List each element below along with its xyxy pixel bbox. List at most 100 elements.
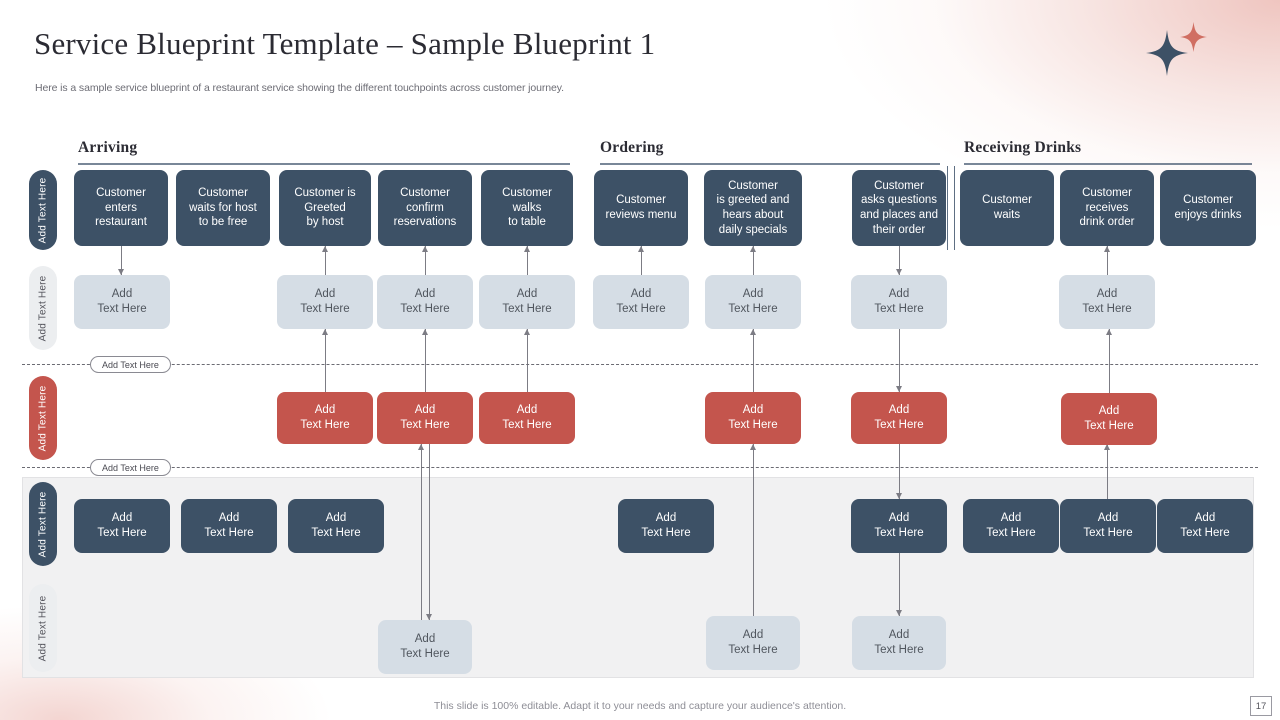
lane-label-1[interactable]: Add Text Here bbox=[29, 266, 57, 350]
lane-label-0[interactable]: Add Text Here bbox=[29, 170, 57, 250]
arrow-head-down-6 bbox=[896, 269, 902, 275]
phase-label: Ordering bbox=[600, 139, 664, 156]
node-text-line: Text Here bbox=[502, 419, 552, 431]
node-text-line: Text Here bbox=[728, 419, 778, 431]
node-text-line: Text Here bbox=[300, 419, 350, 431]
phase-label: Receiving Drinks bbox=[964, 139, 1082, 156]
connector-line-1 bbox=[325, 246, 326, 275]
node-text-line: Text Here bbox=[502, 303, 552, 315]
lane-label-text: Add Text Here bbox=[37, 385, 49, 451]
arrow-head-up-16 bbox=[750, 444, 756, 450]
node-text-line: Text Here bbox=[641, 527, 691, 539]
node-text-line: Add bbox=[630, 288, 652, 301]
node-text-line: Customer is bbox=[294, 186, 356, 199]
node-text-line: Text Here bbox=[874, 419, 924, 431]
node-text-line: receives bbox=[1085, 201, 1129, 214]
lane-label-4[interactable]: Add Text Here bbox=[29, 584, 57, 672]
node-text-line: Add bbox=[414, 288, 436, 301]
node-text-line: Text Here bbox=[97, 527, 147, 539]
node-text-line: Text Here bbox=[311, 527, 361, 539]
boundary-badge-0[interactable]: Add Text Here bbox=[90, 356, 171, 373]
node-text-line: drink order bbox=[1079, 216, 1135, 229]
phase-header-1: Ordering bbox=[600, 139, 940, 165]
node-text-line: Text Here bbox=[97, 303, 147, 315]
page-title: Service Blueprint Template – Sample Blue… bbox=[34, 26, 656, 61]
node-text-line: Add bbox=[314, 288, 336, 301]
phase-underline bbox=[78, 163, 570, 165]
node-text-line: waits bbox=[993, 209, 1021, 221]
customer-action-node-8[interactable]: Customer waits bbox=[960, 170, 1054, 246]
node-text-line: Add bbox=[888, 629, 910, 642]
node-text-line: enters bbox=[105, 201, 137, 214]
node-text-line: Customer bbox=[1082, 186, 1132, 199]
node-text-line: Customer bbox=[982, 194, 1032, 207]
node-text-line: Text Here bbox=[400, 648, 450, 660]
lane-label-text: Add Text Here bbox=[37, 491, 49, 557]
arrow-head-up-13 bbox=[1106, 329, 1112, 335]
node-text-line: Add bbox=[314, 404, 336, 417]
node-text-line: Add bbox=[742, 629, 764, 642]
node-text-line: Add bbox=[414, 404, 436, 417]
lane-label-2[interactable]: Add Text Here bbox=[29, 376, 57, 460]
lane-label-3[interactable]: Add Text Here bbox=[29, 482, 57, 566]
node-text-line: Text Here bbox=[874, 644, 924, 656]
node-text-line: reviews menu bbox=[605, 209, 677, 221]
arrow-head-up-3 bbox=[524, 246, 530, 252]
connector-line-6 bbox=[899, 246, 900, 275]
customer-action-node-9[interactable]: Customer receives drink order bbox=[1060, 170, 1154, 246]
page-subtitle: Here is a sample service blueprint of a … bbox=[35, 82, 564, 94]
phase-header-2: Receiving Drinks bbox=[964, 139, 1252, 165]
arrow-head-up-8 bbox=[322, 329, 328, 335]
arrow-head-down-17 bbox=[896, 493, 902, 499]
node-text-line: reservations bbox=[393, 216, 457, 229]
node-text-line: Text Here bbox=[204, 527, 254, 539]
boundary-badge-1[interactable]: Add Text Here bbox=[90, 459, 171, 476]
arrow-head-up-2 bbox=[422, 246, 428, 252]
connector-line-13 bbox=[1109, 329, 1110, 393]
connector-line-9 bbox=[425, 329, 426, 392]
node-text-line: Add bbox=[888, 512, 910, 525]
arrow-head-up-9 bbox=[422, 329, 428, 335]
connector-line-11 bbox=[753, 329, 754, 392]
lane-label-text: Add Text Here bbox=[37, 177, 49, 243]
node-text-line: Text Here bbox=[300, 303, 350, 315]
node-text-line: Add bbox=[218, 512, 240, 525]
arrow-head-down-19 bbox=[896, 610, 902, 616]
node-text-line: Text Here bbox=[874, 527, 924, 539]
lane-label-text: Add Text Here bbox=[37, 275, 49, 341]
